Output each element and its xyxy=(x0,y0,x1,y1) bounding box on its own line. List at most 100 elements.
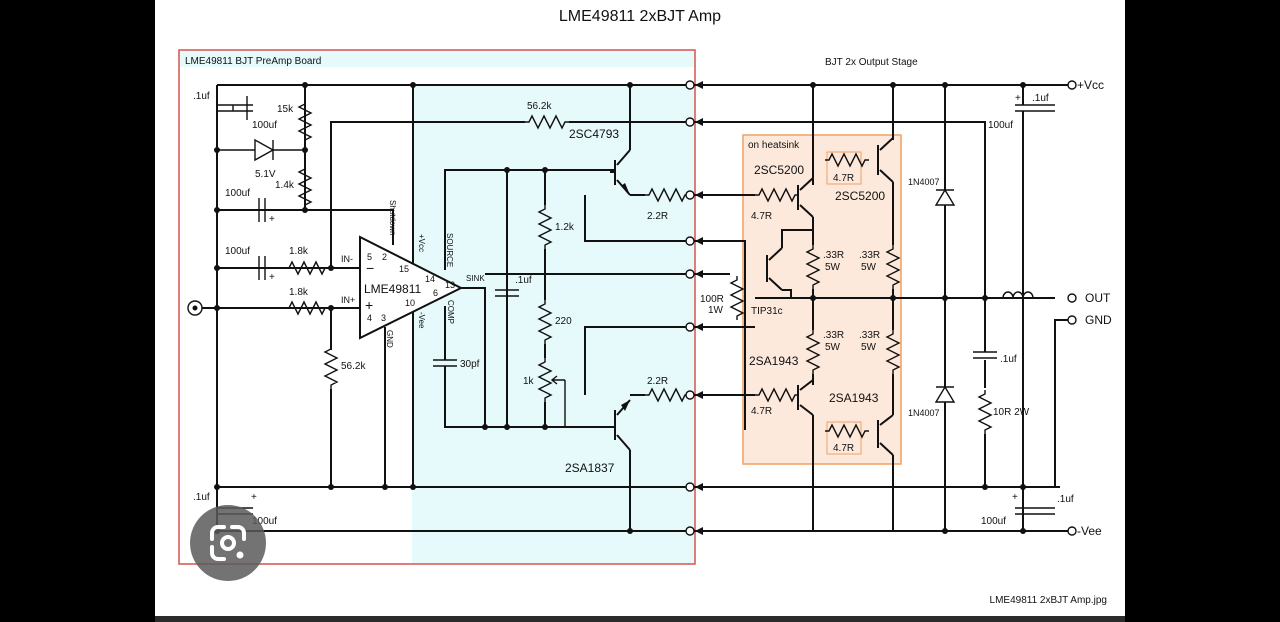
schematic-diagram: LME49811 2xBJT Amp LME49811 BJT PreAmp B… xyxy=(178,8,1112,606)
output-bus-wires xyxy=(694,121,986,430)
label-1-4k: 1.4k xyxy=(275,180,295,191)
label-56-2k-fb: 56.2k xyxy=(527,101,552,112)
chip-sink-wire xyxy=(461,287,486,427)
label-2sc4793: 2SC4793 xyxy=(569,127,619,141)
label-1-8k-b: 1.8k xyxy=(289,287,309,298)
label-100uf-br: 100uf xyxy=(981,516,1006,527)
label-100uf-sd: 100uf xyxy=(225,188,250,199)
label-033-2: .33R xyxy=(859,250,880,261)
filename-caption: LME49811 2xBJT Amp.jpg xyxy=(990,595,1107,606)
transistor-2sc5200-a[interactable] xyxy=(797,177,814,218)
cap-100uf-shutdown xyxy=(258,198,266,222)
google-lens-button[interactable] xyxy=(190,505,266,581)
diode-1n4007-bot-icon xyxy=(934,385,956,403)
chip-shutdown: Shutdown xyxy=(388,200,397,236)
zener-diode-icon xyxy=(254,138,275,162)
bottom-edge xyxy=(155,616,1125,622)
label-4-7r-3: 4.7R xyxy=(751,406,772,417)
label-4-7r-1: 4.7R xyxy=(751,211,772,222)
terminal-nodes xyxy=(1067,80,1077,536)
plus-br: + xyxy=(1012,492,1018,503)
terminal-vcc: +Vcc xyxy=(1077,78,1104,92)
resistor-100r xyxy=(730,275,744,321)
r-box-4-7r-4 xyxy=(826,421,862,455)
pin-14: 14 xyxy=(425,274,435,284)
chip-name: LME49811 xyxy=(364,282,421,296)
cap-100uf-in xyxy=(258,256,266,280)
pin-6: 6 xyxy=(433,288,438,298)
chip-source: SOURCE xyxy=(445,233,454,267)
terminal-out: OUT xyxy=(1085,291,1111,305)
feedback-wire xyxy=(330,121,525,268)
label-2sa1837: 2SA1837 xyxy=(565,461,615,475)
label-033-1: .33R xyxy=(823,250,844,261)
label-100uf-in: 100uf xyxy=(225,246,250,257)
label-d-top: 1N4007 xyxy=(908,177,940,187)
chip-in-minus: IN- xyxy=(341,254,353,264)
label-01uf-bl: .1uf xyxy=(193,492,210,503)
pin-13: 13 xyxy=(445,280,455,290)
cap-01uf-mid xyxy=(495,289,519,297)
heatsink-area xyxy=(742,134,902,465)
gnd-to-out xyxy=(1054,319,1068,487)
lme49811-chip[interactable] xyxy=(359,235,464,340)
label-100r-w: 1W xyxy=(708,305,724,316)
preamp-white-top xyxy=(180,67,694,85)
resistor-10r xyxy=(978,389,992,435)
label-033-3w: 5W xyxy=(825,342,841,353)
transistor-2sa1943-a[interactable] xyxy=(797,379,814,416)
transistor-tip31c[interactable] xyxy=(766,229,813,298)
google-lens-icon xyxy=(210,525,246,561)
r-box-4-7r-2 xyxy=(826,151,862,185)
diagram-title: LME49811 2xBJT Amp xyxy=(559,8,721,25)
cap-label-01uf-tl: .1uf xyxy=(193,91,210,102)
plus-tr: + xyxy=(1015,93,1021,104)
label-2sa1943-a: 2SA1943 xyxy=(749,354,799,368)
cap-100uf-bot-right xyxy=(1015,507,1055,515)
label-033-4w: 5W xyxy=(861,342,877,353)
pin-5: 5 xyxy=(367,252,372,262)
label-1k: 1k xyxy=(523,376,535,387)
label-1-8k-a: 1.8k xyxy=(289,246,309,257)
terminal-gnd: GND xyxy=(1085,313,1112,327)
transistor-2sc4793[interactable] xyxy=(610,149,631,196)
pin-10: 10 xyxy=(405,298,415,308)
plus-in: + xyxy=(269,272,275,283)
label-033-2w: 5W xyxy=(861,262,877,273)
label-2sa1943-b: 2SA1943 xyxy=(829,391,879,405)
label-2-2r-bot: 2.2R xyxy=(647,376,668,387)
cap-01uf-zobel xyxy=(973,351,997,359)
emitter-col-d xyxy=(812,374,894,415)
cap-100uf-top-left xyxy=(232,96,248,120)
label-tip31c: TIP31c xyxy=(751,306,783,317)
chip-gnd: GND xyxy=(385,330,394,348)
inductor-icon xyxy=(1002,291,1034,299)
schematic-sheet: LME49811 2xBJT Amp LME49811 BJT PreAmp B… xyxy=(155,0,1125,616)
label-100r: 100R xyxy=(700,294,724,305)
label-4-7r-4: 4.7R xyxy=(833,443,854,454)
label-033-1w: 5W xyxy=(825,262,841,273)
transistor-2sc5200-b[interactable] xyxy=(877,137,894,183)
label-4-7r-2: 4.7R xyxy=(833,173,854,184)
pot-wiper-icon xyxy=(550,375,566,427)
pin-2: 2 xyxy=(382,252,387,262)
label-10r: 10R 2W xyxy=(993,407,1030,418)
label-01uf-br: .1uf xyxy=(1057,494,1074,505)
arrow-markers xyxy=(695,81,703,535)
terminal-vee: -Vee xyxy=(1077,524,1102,538)
label-01uf-zob: .1uf xyxy=(1000,354,1017,365)
comp-wire-b xyxy=(444,366,615,428)
chip-in-plus: IN+ xyxy=(341,295,355,305)
plus-bl: + xyxy=(251,492,257,503)
q-top-bias xyxy=(584,195,690,242)
label-033-4: .33R xyxy=(859,330,880,341)
shutdown-wire xyxy=(217,209,394,245)
preamp-board-label: LME49811 BJT PreAmp Board xyxy=(185,56,321,67)
transistor-2sa1837[interactable] xyxy=(614,399,631,451)
label-2sc5200-a: 2SC5200 xyxy=(754,163,804,177)
label-56-2k-gnd: 56.2k xyxy=(341,361,366,372)
chip-vcc: +Vcc xyxy=(417,234,426,252)
label-zener: 5.1V xyxy=(255,169,276,180)
chip-source-wire xyxy=(444,169,615,270)
transistor-2sa1943-b[interactable] xyxy=(877,414,894,456)
